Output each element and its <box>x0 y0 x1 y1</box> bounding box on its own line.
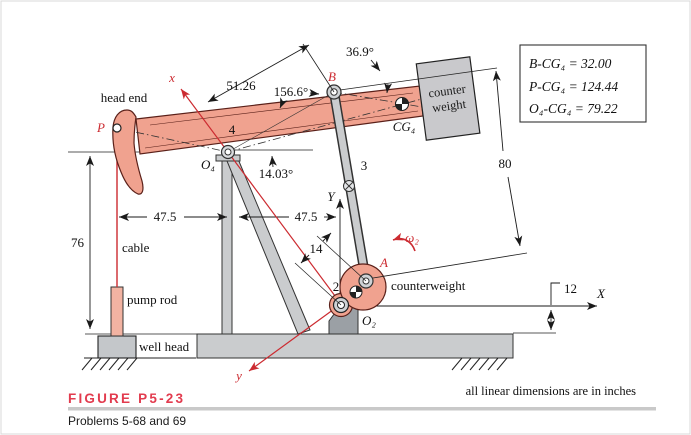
dim-14-ext-o2 <box>294 262 342 306</box>
well-head-block <box>97 335 137 359</box>
label-link3: 3 <box>361 158 368 173</box>
dim-14-arrow-b <box>300 253 311 264</box>
dim-47-right-label: 47.5 <box>295 209 318 224</box>
ground-hatching-left <box>81 357 138 371</box>
label-well-head: well head <box>139 339 190 354</box>
counterweight-box <box>415 56 481 141</box>
angle-14-arrow <box>268 155 277 168</box>
pivot-o4 <box>220 144 236 160</box>
construction-line-o4-b <box>227 91 335 153</box>
angle-156-label: 156.6° <box>274 84 308 99</box>
dim-47-left-label: 47.5 <box>154 209 177 224</box>
label-o4: O₄ <box>201 157 215 172</box>
centerline-o4-cg4 <box>227 93 441 153</box>
dim-51-label: 51.26 <box>226 78 256 93</box>
machine-base <box>196 333 514 359</box>
extension-line-a <box>372 252 528 279</box>
angle-14-label: 14.03° <box>259 166 293 181</box>
data-box-line-3: O₄-CG₄ = 79.22 <box>529 101 618 116</box>
counterweight-box-label-2: weight <box>431 97 467 115</box>
pin-p <box>112 123 122 133</box>
dim-12-bracket <box>550 282 560 305</box>
units-note: all linear dimensions are in inches <box>466 384 637 398</box>
counterweight-box-label-1: counter <box>428 82 468 101</box>
figure-subcaption: Problems 5-68 and 69 <box>68 414 186 428</box>
label-counterweight: counterweight <box>391 278 466 293</box>
angle-36-label: 36.9° <box>346 44 374 59</box>
samson-post <box>221 159 233 335</box>
extension-line-b <box>339 67 498 91</box>
cg4-marker <box>394 96 410 112</box>
dim-51-line <box>207 44 310 103</box>
dim-76-label: 76 <box>71 235 85 250</box>
local-x-axis-line <box>180 88 342 305</box>
caption-rule <box>68 407 656 411</box>
angle-156-arrow-down <box>279 97 288 109</box>
dim-14-arrow-a <box>321 232 332 243</box>
label-x-global: X <box>596 286 606 301</box>
label-y-local: y <box>234 368 242 383</box>
dim-14-ext-a <box>316 235 367 282</box>
data-box-line-1: B-CG₄ = 32.00 <box>529 56 612 71</box>
dim-80-bottom <box>507 176 523 247</box>
centerline-p-o4 <box>120 128 229 153</box>
dim-14-label: 14 <box>310 241 324 256</box>
cg2-marker <box>349 285 363 299</box>
data-box-line-2: P-CG₄ = 124.44 <box>528 79 618 94</box>
label-o2: O₂ <box>362 313 376 328</box>
angle-156-arrow-right <box>308 88 320 97</box>
label-y-global: Y <box>327 189 336 204</box>
label-omega2: ω₂ <box>405 230 419 245</box>
ground-hatching-right <box>451 357 508 371</box>
dim-80-top <box>492 70 504 152</box>
label-pump-rod: pump rod <box>127 292 178 307</box>
beam-inner-edge-bottom <box>144 110 419 149</box>
omega2-arc <box>392 232 416 252</box>
dimension-data-box: B-CG₄ = 32.00 P-CG₄ = 124.44 O₄-CG₄ = 79… <box>519 44 647 123</box>
angle-36-arrow-a <box>370 59 381 72</box>
label-p: P <box>96 120 105 135</box>
local-y-axis-line <box>248 303 342 372</box>
angle-36-arrow-b <box>384 82 393 94</box>
label-a: A <box>379 255 388 270</box>
dim-80-label: 80 <box>499 156 512 171</box>
centerline-b-cg4 <box>333 91 429 109</box>
label-x-local: x <box>168 70 175 85</box>
label-link4: 4 <box>229 122 236 137</box>
counterweight-box-group: counter weight <box>415 56 481 141</box>
dim-12-label: 12 <box>564 281 577 296</box>
pump-rod <box>110 286 124 337</box>
pitman-mid-joint <box>343 180 355 192</box>
label-link2: 2 <box>333 279 340 294</box>
label-b: B <box>328 69 336 84</box>
label-cg4: CG₄ <box>393 119 416 134</box>
label-cable: cable <box>122 240 150 255</box>
figure-caption: FIGURE P5-23 <box>68 391 185 406</box>
label-head-end: head end <box>101 90 148 105</box>
